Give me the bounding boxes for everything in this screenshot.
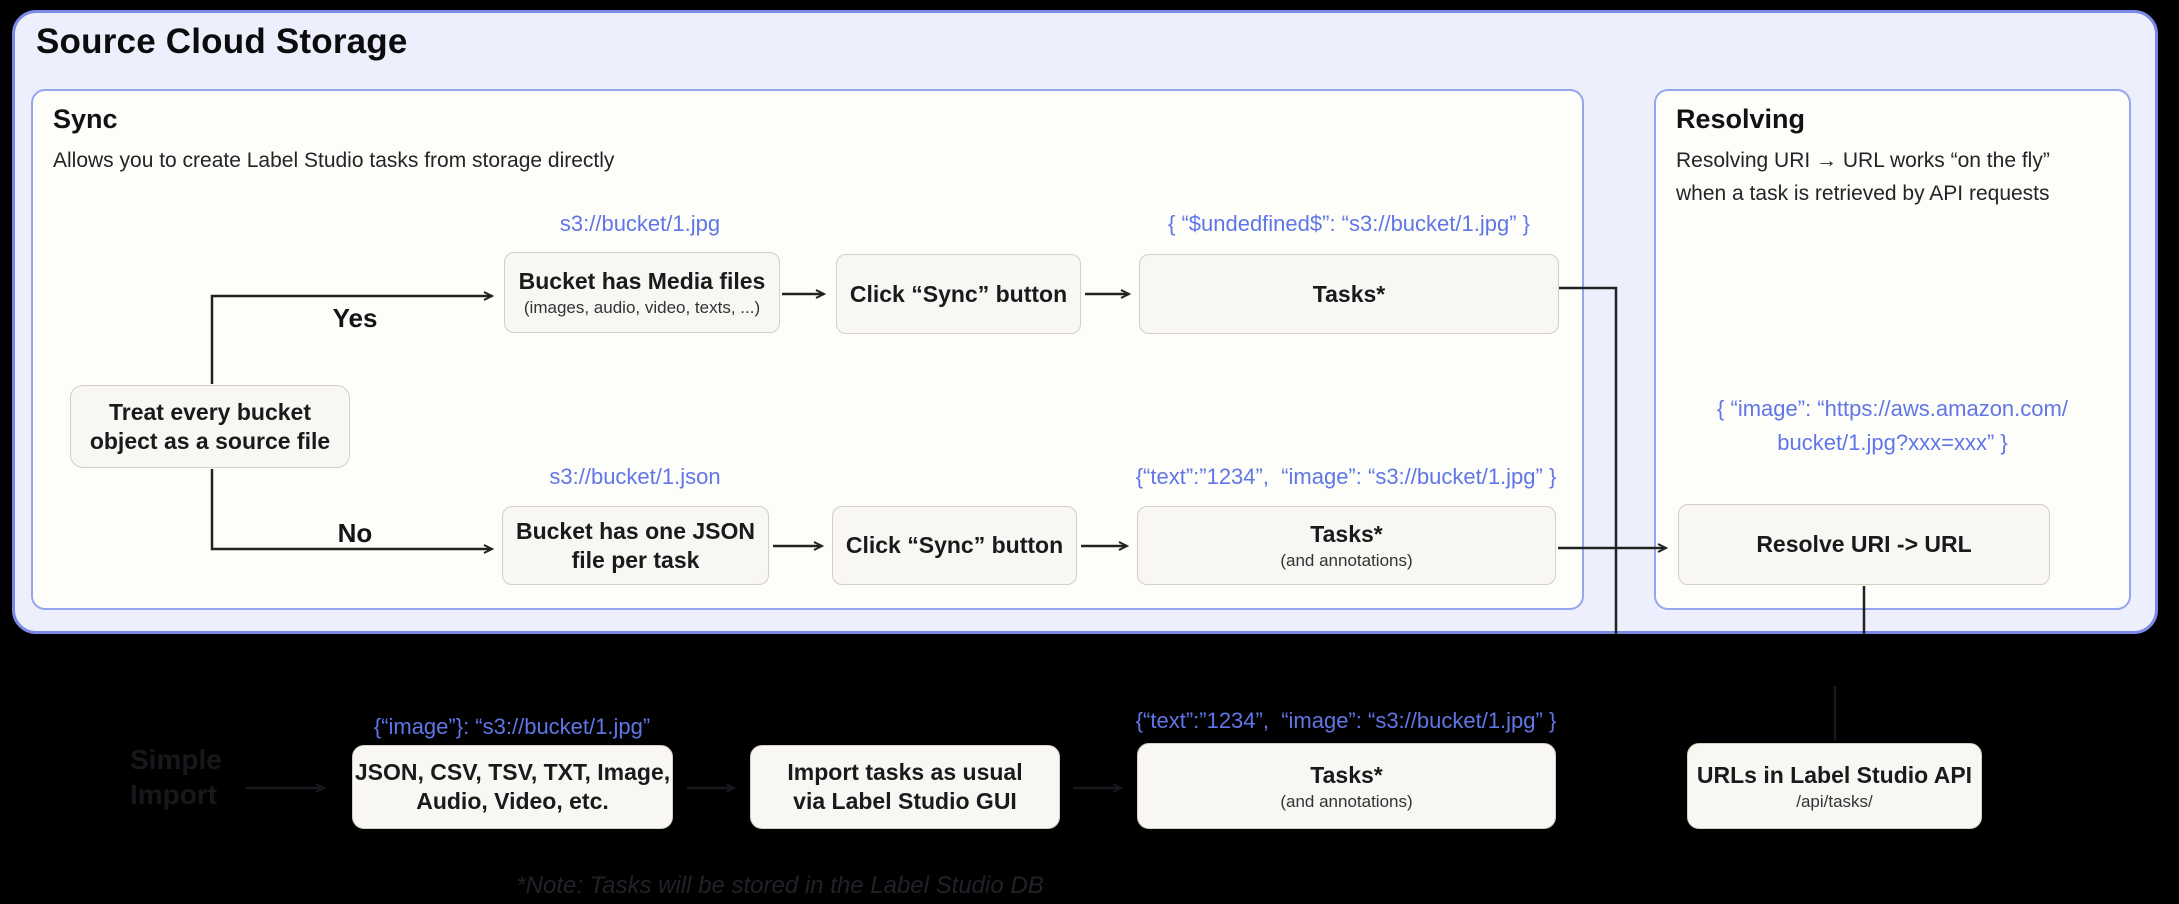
hidden-simple-import-label: Simple Import <box>130 742 222 812</box>
decision-box-line2: object as a source file <box>89 427 331 454</box>
sync-title: Sync <box>53 104 118 134</box>
json-per-task-box: Bucket has one JSON file per task <box>502 506 769 585</box>
bottom-tasks-box: Tasks* (and annotations) <box>1137 743 1556 829</box>
row1-tasks-title: Tasks* <box>1312 280 1386 307</box>
row2-tasks-title: Tasks* <box>1310 521 1383 547</box>
row1-tasks-annotation: { “$undedfined$”: “s3://bucket/1.jpg” } <box>1167 211 1530 236</box>
decision-box-line1: Treat every bucket <box>108 398 311 425</box>
gui-import-line1: Import tasks as usual <box>787 759 1023 785</box>
bottom-tasks-annotation: {“text”:”1234”, “image”: “s3://bucket/1.… <box>1135 708 1557 733</box>
api-urls-subtitle: /api/tasks/ <box>1796 791 1873 811</box>
resolve-uri-box: Resolve URI -> URL <box>1678 504 2050 585</box>
row1-tasks-box: Tasks* <box>1139 254 1559 334</box>
resolving-annotation-line1: { “image”: “https://aws.amazon.com/ <box>1717 396 2068 421</box>
media-files-subtitle: (images, audio, video, texts, ...) <box>523 298 761 317</box>
decision-box: Treat every bucket object as a source fi… <box>70 385 350 468</box>
resolving-description-line1: Resolving URI → URL works “on the fly” <box>1676 149 2050 172</box>
hidden-label-line2: Import <box>130 779 218 810</box>
api-urls-title: URLs in Label Studio API <box>1696 761 1973 788</box>
json-per-task-line1: Bucket has one JSON <box>515 517 756 544</box>
api-urls-box: URLs in Label Studio API /api/tasks/ <box>1687 743 1982 829</box>
footnote: *Note: Tasks will be stored in the Label… <box>516 872 1044 899</box>
formats-line1: JSON, CSV, TSV, TXT, Image, <box>354 759 671 785</box>
media-files-box: Bucket has Media files (images, audio, v… <box>504 252 780 333</box>
row1-uri-annotation: s3://bucket/1.jpg <box>559 211 721 236</box>
page-title: Source Cloud Storage <box>36 22 408 61</box>
no-label: No <box>337 518 373 548</box>
bottom-tasks-title: Tasks* <box>1310 761 1383 788</box>
formats-box: JSON, CSV, TSV, TXT, Image, Audio, Video… <box>352 745 673 829</box>
row2-sync-button-box: Click “Sync” button <box>832 506 1077 585</box>
row2-tasks-annotation: {“text”:”1234”, “image”: “s3://bucket/1.… <box>1135 464 1557 489</box>
resolving-title: Resolving <box>1676 104 1806 134</box>
gui-import-box: Import tasks as usual via Label Studio G… <box>750 745 1060 829</box>
row2-tasks-box: Tasks* (and annotations) <box>1137 506 1556 585</box>
formats-line2: Audio, Video, etc. <box>416 788 609 814</box>
row2-uri-annotation: s3://bucket/1.json <box>549 464 721 489</box>
bottom-tasks-subtitle: (and annotations) <box>1280 791 1413 811</box>
gui-import-line2: via Label Studio GUI <box>793 788 1017 814</box>
row1-sync-button-label: Click “Sync” button <box>849 280 1068 307</box>
media-files-title: Bucket has Media files <box>518 268 766 294</box>
formats-annotation: {“image”}: “s3://bucket/1.jpg” <box>373 714 651 739</box>
json-per-task-line2: file per task <box>571 546 700 573</box>
row2-sync-button-label: Click “Sync” button <box>845 532 1064 558</box>
hidden-label-line1: Simple <box>130 744 222 775</box>
resolving-description-line2: when a task is retrieved by API requests <box>1676 182 2050 205</box>
row2-tasks-subtitle: (and annotations) <box>1280 551 1413 570</box>
row1-sync-button-box: Click “Sync” button <box>836 254 1081 334</box>
sync-subtitle: Allows you to create Label Studio tasks … <box>53 149 615 172</box>
resolve-uri-label: Resolve URI -> URL <box>1756 531 1972 557</box>
resolving-annotation-line2: bucket/1.jpg?xxx=xxx” } <box>1777 430 2008 455</box>
yes-label: Yes <box>332 303 378 333</box>
